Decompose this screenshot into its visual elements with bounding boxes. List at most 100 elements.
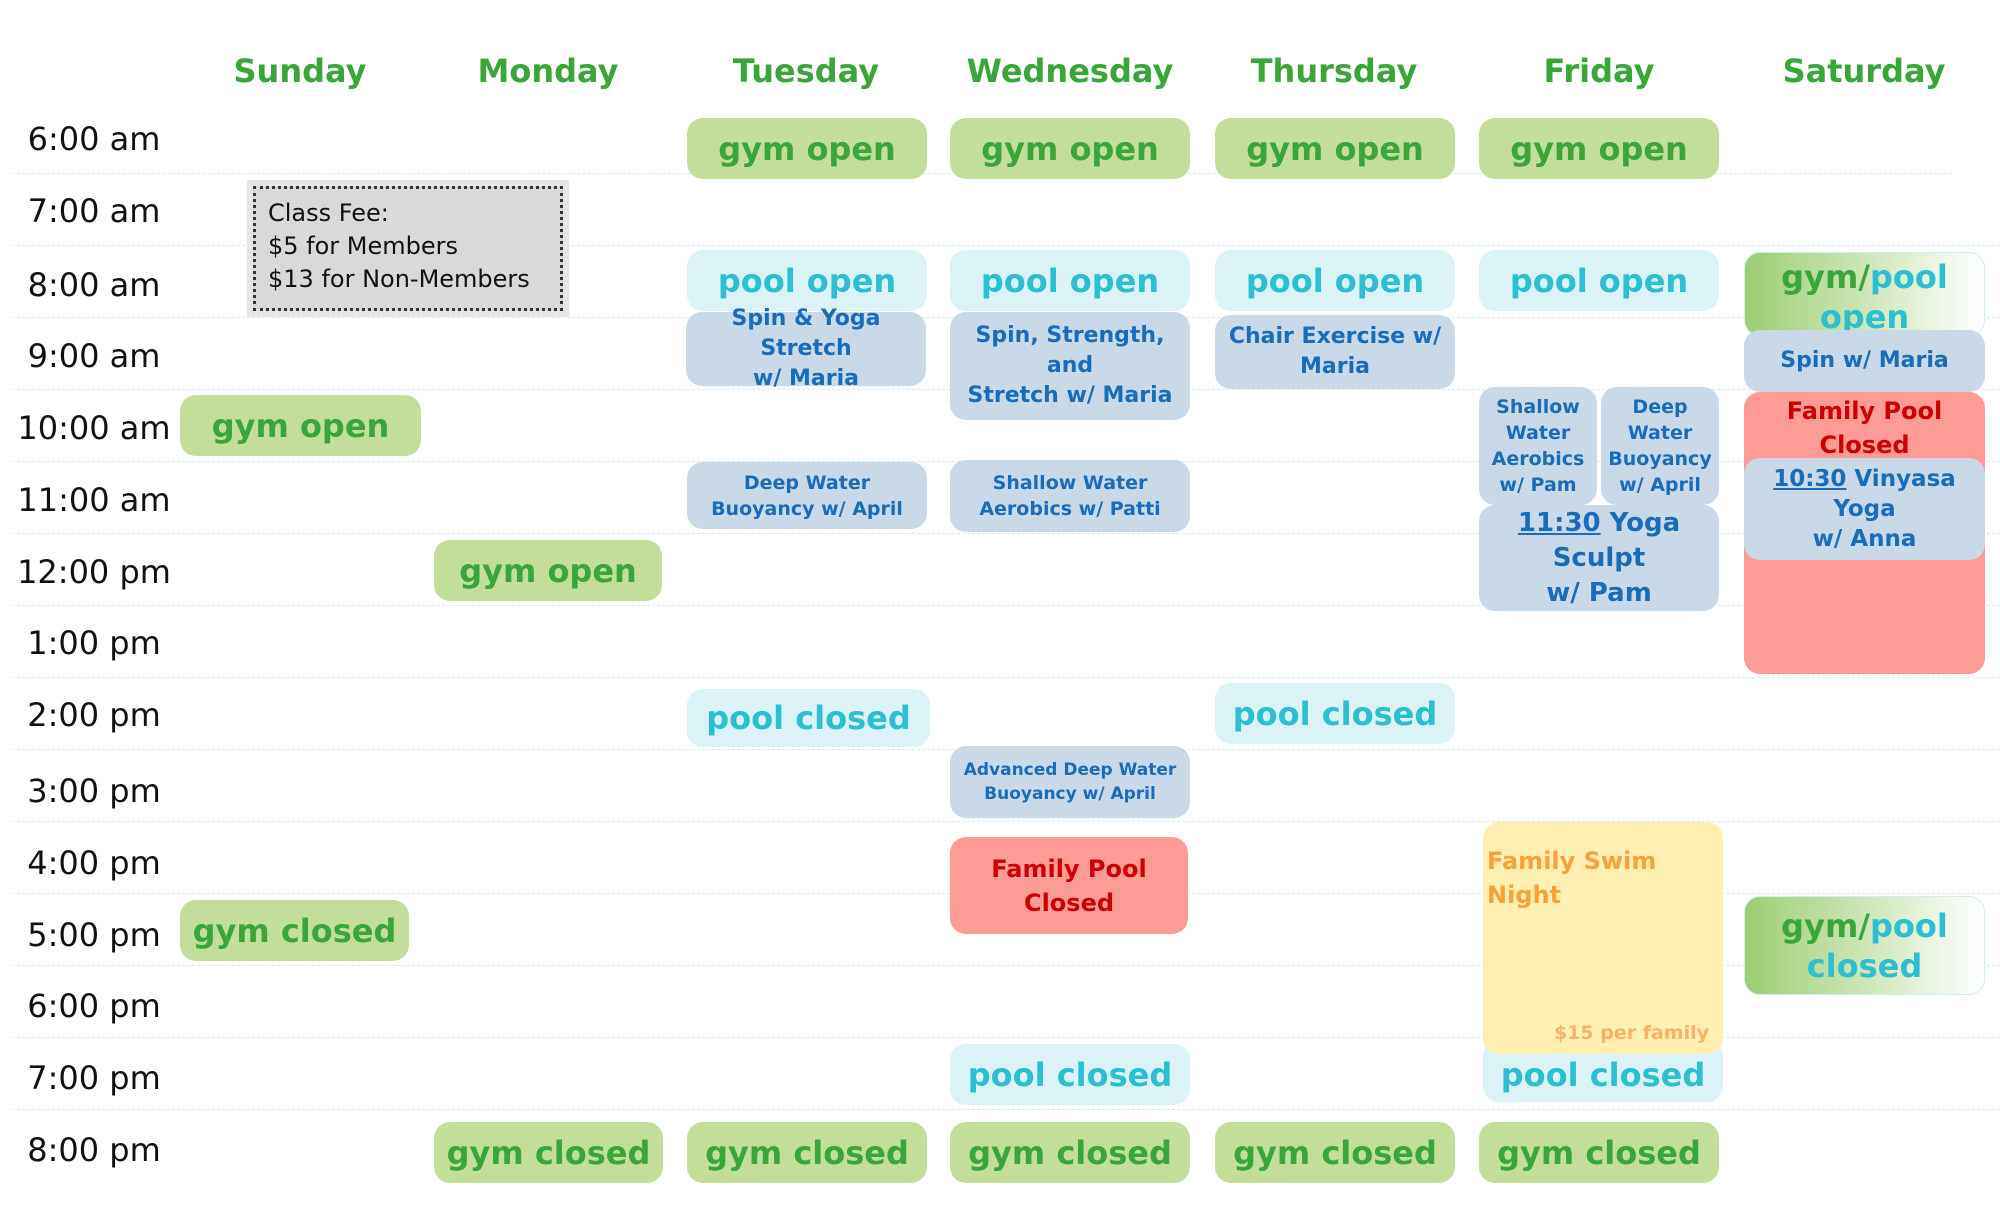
- class-spin-maria-saturday[interactable]: Spin w/ Maria: [1744, 330, 1985, 392]
- day-header-sunday: Sunday: [233, 52, 367, 90]
- gym-closed-sunday[interactable]: gym closed: [180, 900, 409, 961]
- class-line: w/ April: [1619, 474, 1701, 496]
- gym-closed-tuesday[interactable]: gym closed: [687, 1122, 927, 1183]
- time-label-10am: 10:00 am: [17, 409, 171, 447]
- class-fee-title: Class Fee:: [268, 199, 389, 227]
- class-line: Advanced Deep Water: [963, 760, 1177, 780]
- closed-word: closed: [1806, 946, 1923, 985]
- class-spin-yoga-stretch[interactable]: Spin & Yoga Stretch w/ Maria: [686, 306, 926, 391]
- family-swim-fee: $15 per family: [1553, 1022, 1709, 1044]
- class-shallow-water-pam[interactable]: Shallow Water Aerobics w/ Pam: [1479, 387, 1597, 505]
- time-label-8pm: 8:00 pm: [27, 1131, 161, 1169]
- gym-closed-wednesday[interactable]: gym closed: [950, 1122, 1190, 1183]
- class-line: Deep Water: [743, 471, 871, 494]
- class-line: Spin & Yoga Stretch: [731, 306, 881, 361]
- time-label-1pm: 1:00 pm: [27, 624, 161, 662]
- grid-line: [12, 821, 2000, 822]
- grid-line: [12, 605, 2000, 606]
- time-label-9am: 9:00 am: [27, 337, 161, 375]
- class-deep-water-april-friday[interactable]: Deep Water Buoyancy w/ April: [1601, 387, 1719, 505]
- grid-line: [12, 1109, 2000, 1110]
- grid-line: [12, 1037, 2000, 1038]
- class-line: Water: [1505, 422, 1571, 444]
- pool-word: pool: [1869, 258, 1948, 296]
- gym-pool-closed-saturday[interactable]: gym/pool closed: [1744, 896, 1985, 995]
- time-label-6pm: 6:00 pm: [27, 987, 161, 1025]
- gym-closed-friday[interactable]: gym closed: [1479, 1122, 1719, 1183]
- class-line: w/ Anna: [1812, 526, 1917, 552]
- class-line: w/ Maria: [753, 366, 859, 391]
- gym-pool-open-saturday[interactable]: gym/pool open: [1744, 252, 1985, 336]
- time-label-7am: 7:00 am: [27, 192, 161, 230]
- slash: /: [1858, 906, 1870, 945]
- family-pool-line: Family Pool: [991, 854, 1147, 883]
- time-label-7pm: 7:00 pm: [27, 1059, 161, 1097]
- class-time-link[interactable]: 11:30: [1517, 507, 1601, 538]
- class-time-link[interactable]: 10:30: [1773, 466, 1847, 492]
- time-label-8am: 8:00 am: [27, 266, 161, 304]
- class-fee-non-members: $13 for Non-Members: [268, 265, 530, 293]
- pool-open-friday[interactable]: pool open: [1479, 250, 1719, 311]
- class-advanced-deep-water[interactable]: Advanced Deep Water Buoyancy w/ April: [950, 746, 1190, 818]
- class-chair-exercise[interactable]: Chair Exercise w/ Maria: [1215, 315, 1455, 389]
- gym-word: gym: [1781, 258, 1859, 296]
- slash: /: [1858, 258, 1870, 296]
- class-line: Water: [1627, 422, 1693, 444]
- gym-open-sunday[interactable]: gym open: [180, 395, 421, 456]
- time-label-11am: 11:00 am: [17, 481, 171, 519]
- pool-open-wednesday[interactable]: pool open: [950, 250, 1190, 311]
- day-header-monday: Monday: [477, 52, 619, 90]
- class-line: Buoyancy w/ April: [711, 497, 903, 520]
- time-label-3pm: 3:00 pm: [27, 772, 161, 810]
- closed-line: Closed: [1819, 431, 1910, 459]
- class-spin-strength-stretch[interactable]: Spin, Strength, and Stretch w/ Maria: [950, 312, 1190, 420]
- day-header-wednesday: Wednesday: [966, 52, 1174, 90]
- grid-line: [12, 677, 2000, 678]
- time-label-2pm: 2:00 pm: [27, 696, 161, 734]
- pool-word: pool: [1869, 906, 1948, 945]
- class-line: Shallow: [1496, 396, 1580, 418]
- gym-open-wednesday[interactable]: gym open: [950, 118, 1190, 179]
- class-line: Shallow Water: [992, 472, 1148, 494]
- pool-closed-wednesday[interactable]: pool closed: [950, 1044, 1190, 1105]
- class-line: Yoga Sculpt: [1552, 507, 1681, 573]
- gym-word: gym: [1781, 906, 1859, 945]
- class-yoga-sculpt[interactable]: 11:30 Yoga Sculpt w/ Pam: [1479, 505, 1719, 611]
- grid-line: [12, 965, 2000, 966]
- time-label-6am: 6:00 am: [27, 120, 161, 158]
- day-header-thursday: Thursday: [1250, 52, 1418, 90]
- grid-line: [12, 533, 2000, 534]
- open-word: open: [1819, 298, 1910, 336]
- gym-closed-monday[interactable]: gym closed: [434, 1122, 663, 1183]
- gym-open-tuesday[interactable]: gym open: [687, 118, 927, 179]
- class-line: Maria: [1300, 354, 1370, 379]
- gym-closed-thursday[interactable]: gym closed: [1215, 1122, 1455, 1183]
- class-line: Stretch w/ Maria: [967, 383, 1173, 408]
- family-pool-closed-wednesday[interactable]: Family Pool Closed: [950, 837, 1188, 934]
- gym-open-monday[interactable]: gym open: [434, 540, 662, 601]
- gym-open-friday[interactable]: gym open: [1479, 118, 1719, 179]
- class-shallow-water-patti[interactable]: Shallow Water Aerobics w/ Patti: [950, 460, 1190, 532]
- class-line: Aerobics: [1491, 448, 1585, 470]
- class-vinyasa-yoga[interactable]: 10:30 Vinyasa Yoga w/ Anna: [1744, 458, 1985, 560]
- pool-closed-thursday[interactable]: pool closed: [1215, 683, 1455, 744]
- family-swim-night[interactable]: Family Swim Night $15 per family: [1483, 822, 1723, 1054]
- class-line: w/ Pam: [1546, 577, 1652, 608]
- time-label-5pm: 5:00 pm: [27, 916, 161, 954]
- class-line: Buoyancy: [1608, 448, 1712, 470]
- class-deep-water-april-tuesday[interactable]: Deep Water Buoyancy w/ April: [687, 462, 927, 529]
- class-fee-note: Class Fee: $5 for Members $13 for Non-Me…: [247, 180, 569, 317]
- day-header-tuesday: Tuesday: [732, 52, 880, 90]
- gym-open-thursday[interactable]: gym open: [1215, 118, 1455, 179]
- pool-closed-tuesday[interactable]: pool closed: [687, 689, 930, 747]
- family-pool-line: Family Pool: [1786, 397, 1943, 425]
- pool-open-thursday[interactable]: pool open: [1215, 250, 1455, 311]
- day-header-friday: Friday: [1543, 52, 1655, 90]
- day-header-saturday: Saturday: [1782, 52, 1946, 90]
- pool-open-tuesday[interactable]: pool open: [687, 250, 927, 311]
- class-line: Vinyasa Yoga: [1833, 466, 1956, 522]
- class-line: Spin, Strength, and: [975, 323, 1165, 378]
- class-line: w/ Pam: [1499, 474, 1577, 496]
- closed-line: Closed: [1023, 888, 1115, 917]
